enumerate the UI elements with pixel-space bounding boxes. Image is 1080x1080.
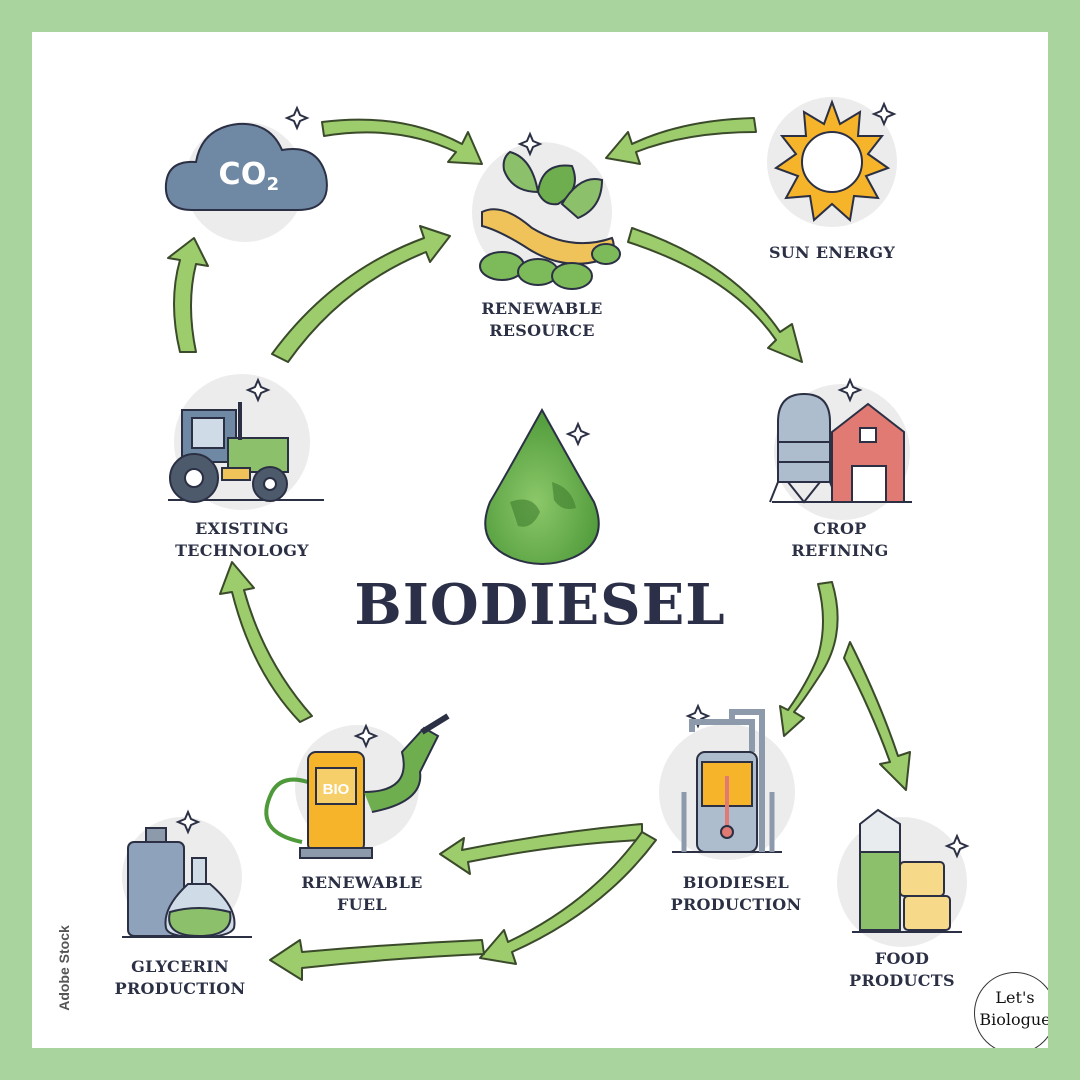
tractor-icon: [168, 402, 324, 503]
silo-barn-icon: [769, 392, 912, 504]
flow-arrows: [167, 117, 911, 981]
glycerin-production-line1: GLYCERIN: [131, 957, 229, 976]
diagram-artwork: BIO: [122, 97, 970, 981]
arrow-technology-to-co2: [167, 237, 209, 353]
plant-icon: [479, 150, 621, 290]
renewable-fuel-line2: FUEL: [337, 895, 387, 914]
arrow-fuel-to-technology: [219, 561, 313, 723]
arrow-refining-to-food: [843, 641, 911, 791]
food-products-line1: FOOD: [874, 949, 930, 968]
food-products-label: FOOD PRODUCTS: [812, 948, 992, 992]
sun-energy-line1: SUN ENERGY: [768, 243, 896, 262]
fuel-pump-icon: BIO: [264, 713, 450, 859]
logo-line1: Let's: [995, 988, 1035, 1007]
renewable-resource-label: RENEWABLE RESOURCE: [452, 298, 632, 342]
biodiesel-production-line2: PRODUCTION: [670, 895, 802, 914]
existing-technology-line1: EXISTING: [195, 519, 289, 538]
renewable-fuel-line1: RENEWABLE: [301, 873, 423, 892]
stock-credit: Adobe Stock: [56, 925, 72, 1011]
sparkle-icons: [175, 101, 970, 859]
co2-text: CO2: [204, 158, 294, 202]
crop-refining-line1: CROP: [813, 519, 867, 538]
existing-technology-label: EXISTING TECHNOLOGY: [152, 518, 332, 562]
pump-label: BIO: [323, 781, 350, 798]
logo-line2: Biologue: [979, 1010, 1048, 1029]
food-icon: [852, 808, 962, 933]
arrow-production-to-fuel: [439, 823, 643, 875]
renewable-resource-line2: RESOURCE: [489, 321, 595, 340]
co2-main: CO: [218, 157, 267, 192]
glycerin-production-line2: PRODUCTION: [114, 979, 246, 998]
crop-refining-label: CROP REFINING: [750, 518, 930, 562]
lets-biologue-logo: Let's Biologue: [974, 972, 1048, 1048]
bottles-icon: [122, 827, 252, 939]
oil-drop-icon: [484, 407, 600, 565]
biodiesel-production-line1: BIODIESEL: [682, 873, 790, 892]
food-products-line2: PRODUCTS: [849, 971, 955, 990]
diagram-card: BIO CO2 RENEWABLE RESOURCE SUN ENERGY EX…: [32, 32, 1048, 1048]
co2-subscript: 2: [266, 174, 280, 195]
reactor-icon: [672, 709, 782, 853]
arrow-technology-to-resource: [271, 225, 451, 363]
arrow-sun-to-resource: [605, 117, 757, 165]
sun-energy-label: SUN ENERGY: [742, 242, 922, 264]
biodiesel-production-label: BIODIESEL PRODUCTION: [646, 872, 826, 916]
renewable-fuel-label: RENEWABLE FUEL: [282, 872, 442, 916]
arrow-co2-to-resource: [321, 118, 483, 165]
existing-technology-line2: TECHNOLOGY: [175, 541, 309, 560]
arrow-resource-to-refining: [627, 227, 803, 363]
sun-icon: [773, 99, 891, 222]
cloud-icon: [164, 122, 328, 211]
crop-refining-line2: REFINING: [791, 541, 889, 560]
arrow-refining-to-production: [779, 581, 839, 737]
arrow-production-to-glycerin: [479, 831, 657, 965]
glycerin-production-label: GLYCERIN PRODUCTION: [90, 956, 270, 1000]
diagram-title: BIODIESEL: [354, 572, 726, 638]
renewable-resource-line1: RENEWABLE: [481, 299, 603, 318]
arrow-lower-to-glycerin: [269, 939, 485, 981]
